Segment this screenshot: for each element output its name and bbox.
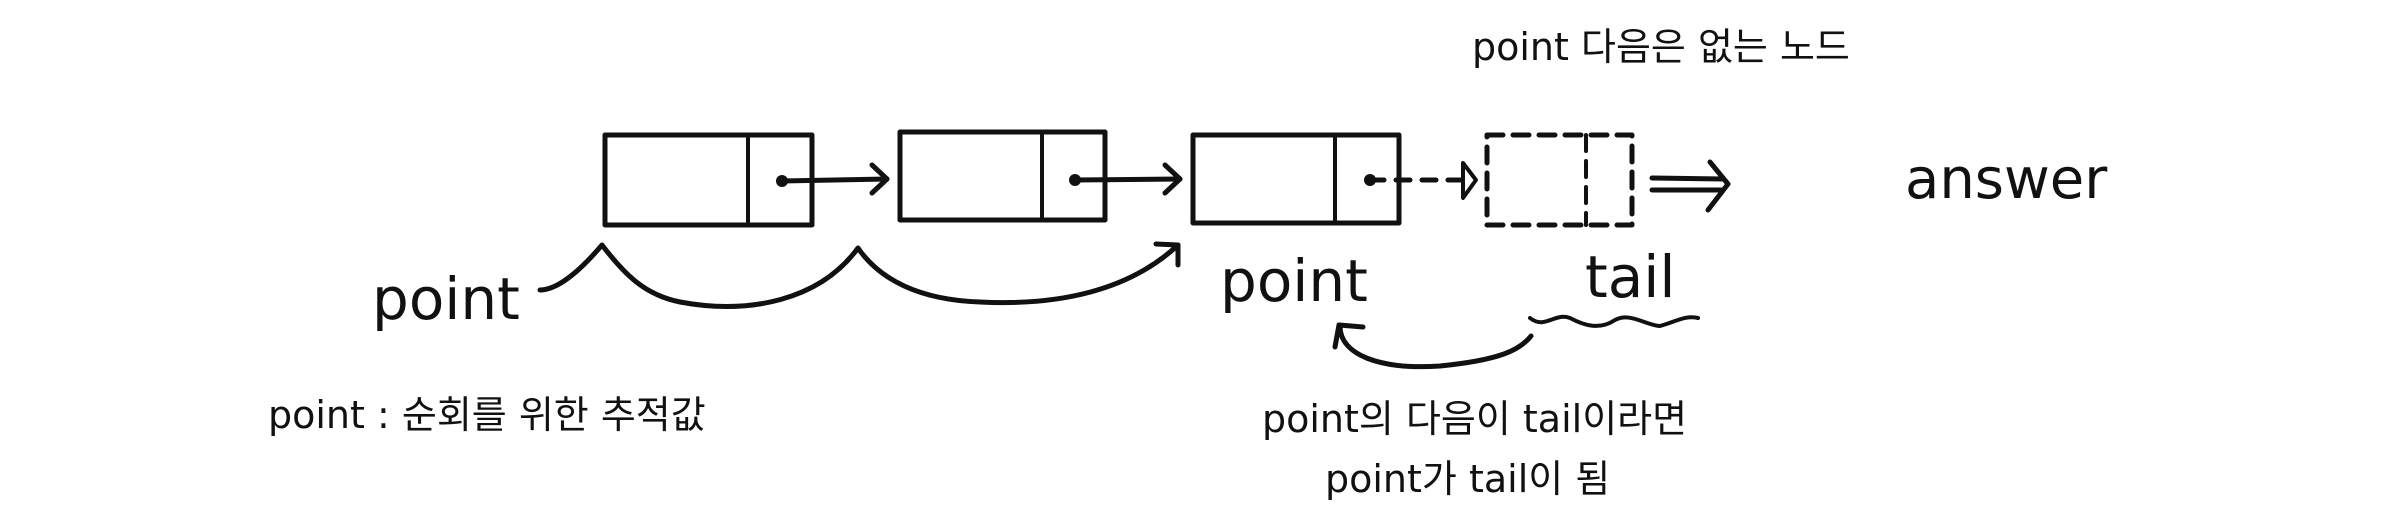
- point-current-label: point: [1220, 247, 1368, 315]
- condition-line-2: point가 tail이 됨: [1325, 457, 1611, 501]
- point-legend: point : 순회를 위한 추적값: [268, 393, 706, 437]
- list-node-4-missing: [1484, 132, 1635, 228]
- traversal-curve: [537, 242, 1181, 309]
- traversal-arrowhead: [1153, 241, 1181, 268]
- next-arrow-1: [779, 162, 890, 196]
- list-node-2: [897, 129, 1108, 223]
- top-note: point 다음은 없는 노드: [1472, 25, 1850, 69]
- condition-line-1: point의 다음이 tail이라면: [1262, 397, 1688, 441]
- next-arrow-2: [1072, 162, 1183, 196]
- tail-label: tail: [1585, 243, 1676, 311]
- tail-to-point-arrowhead: [1332, 322, 1366, 350]
- implies-arrow: [1649, 159, 1731, 213]
- tail-to-point-arrow: [1337, 323, 1534, 370]
- next-arrow-dashed: [1367, 161, 1478, 200]
- answer-label: answer: [1905, 147, 2108, 212]
- point-start-label: point: [372, 265, 520, 333]
- tail-underline: [1528, 314, 1700, 328]
